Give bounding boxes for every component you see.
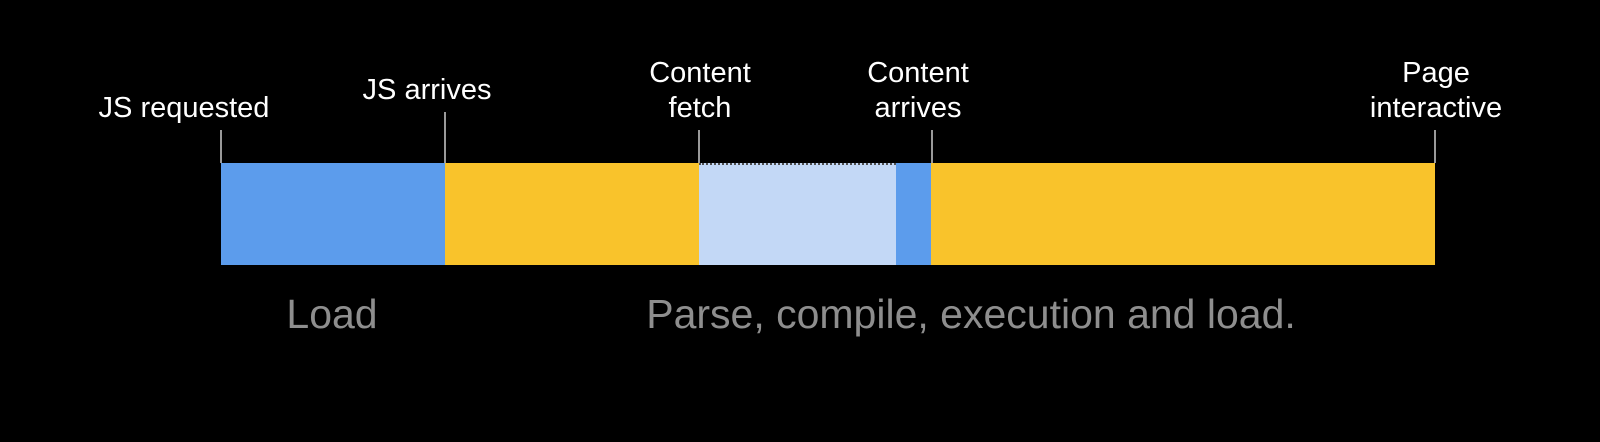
label-line: JS requested (98, 92, 270, 124)
content-fetch-segment (699, 163, 896, 265)
label-line: Content (867, 57, 969, 89)
content-arrival-segment (896, 163, 931, 265)
caption-parse-compile: Parse, compile, execution and load. (646, 291, 1296, 337)
tick-page-interactive (1434, 130, 1436, 163)
tick-js-arrives (444, 112, 446, 163)
label-line: arrives (874, 92, 962, 124)
tick-content-fetch (698, 130, 700, 163)
caption-load: Load (286, 291, 378, 337)
tick-js-requested (220, 130, 222, 163)
label-js-requested: JS requested (99, 91, 270, 126)
label-line: JS arrives (362, 74, 492, 106)
parse-compile-1-segment (445, 163, 699, 265)
label-line: Page (1402, 57, 1470, 89)
label-line: Content (649, 57, 751, 89)
label-line: fetch (668, 92, 732, 124)
label-line: interactive (1369, 92, 1503, 124)
parse-compile-2-segment (931, 163, 1435, 265)
label-js-arrives: JS arrives (363, 73, 492, 108)
tick-content-arrives (931, 130, 933, 163)
timeline-bar (221, 163, 1435, 265)
js-download-segment (221, 163, 445, 265)
